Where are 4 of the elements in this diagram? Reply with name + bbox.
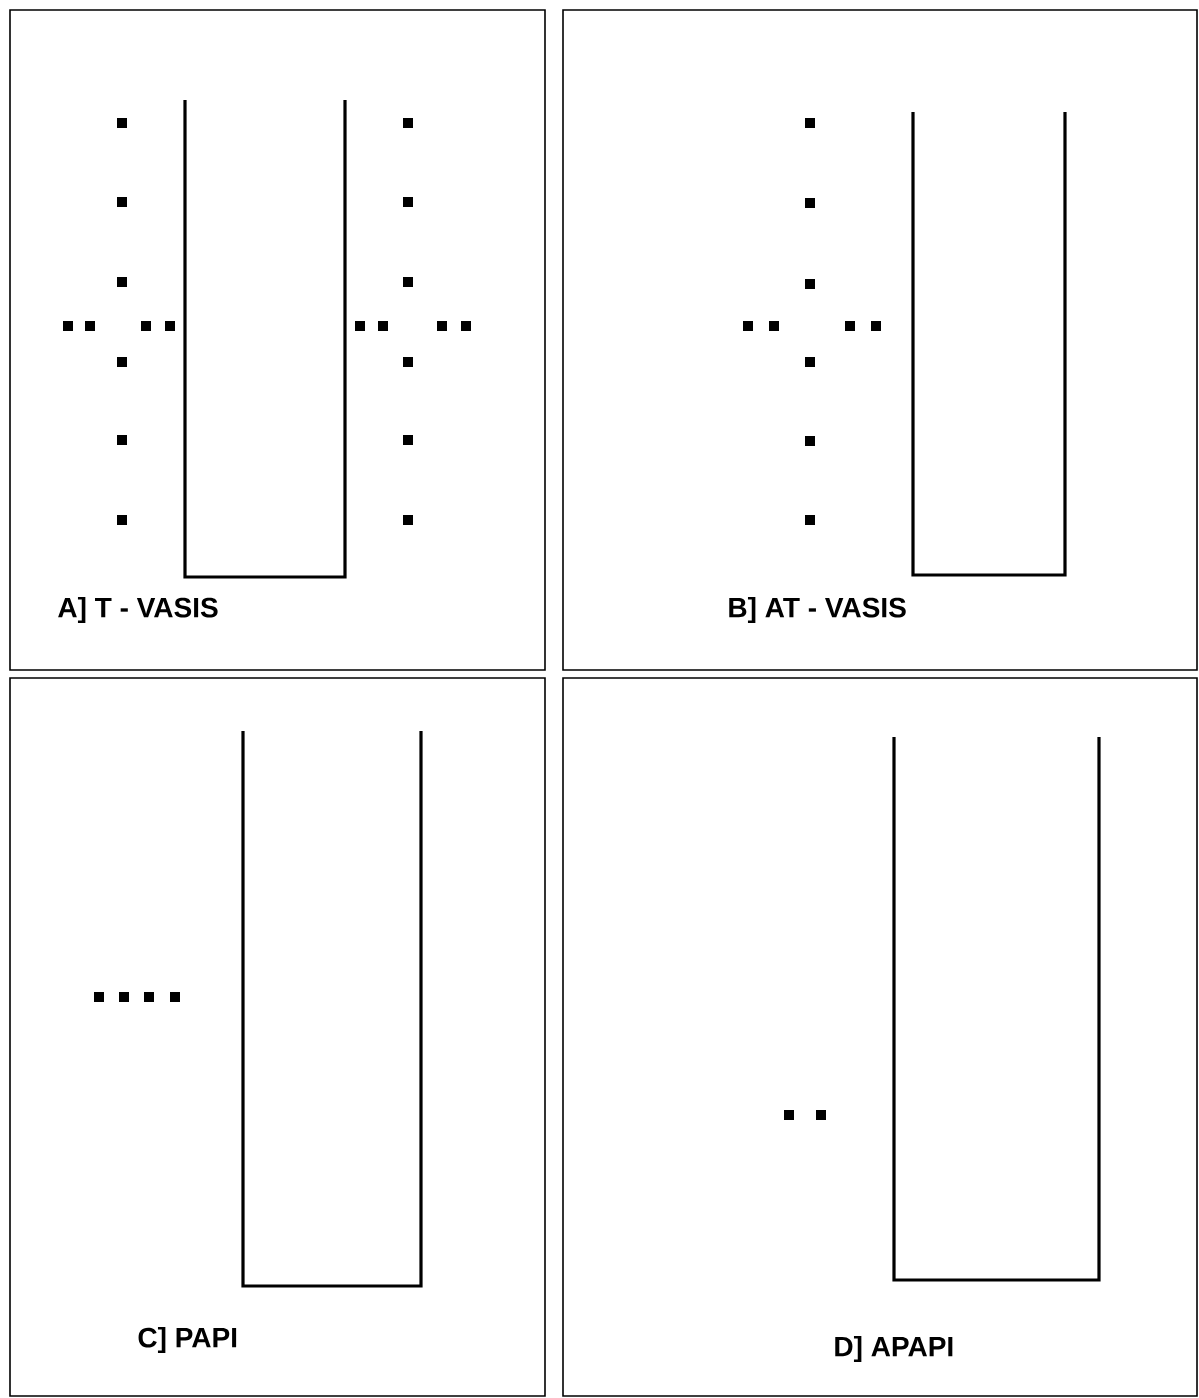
panel: C] PAPI: [9, 677, 546, 1397]
panel: D] APAPI: [562, 677, 1198, 1397]
panel: B] AT - VASIS: [562, 9, 1198, 671]
panel: A] T - VASIS: [9, 9, 546, 671]
